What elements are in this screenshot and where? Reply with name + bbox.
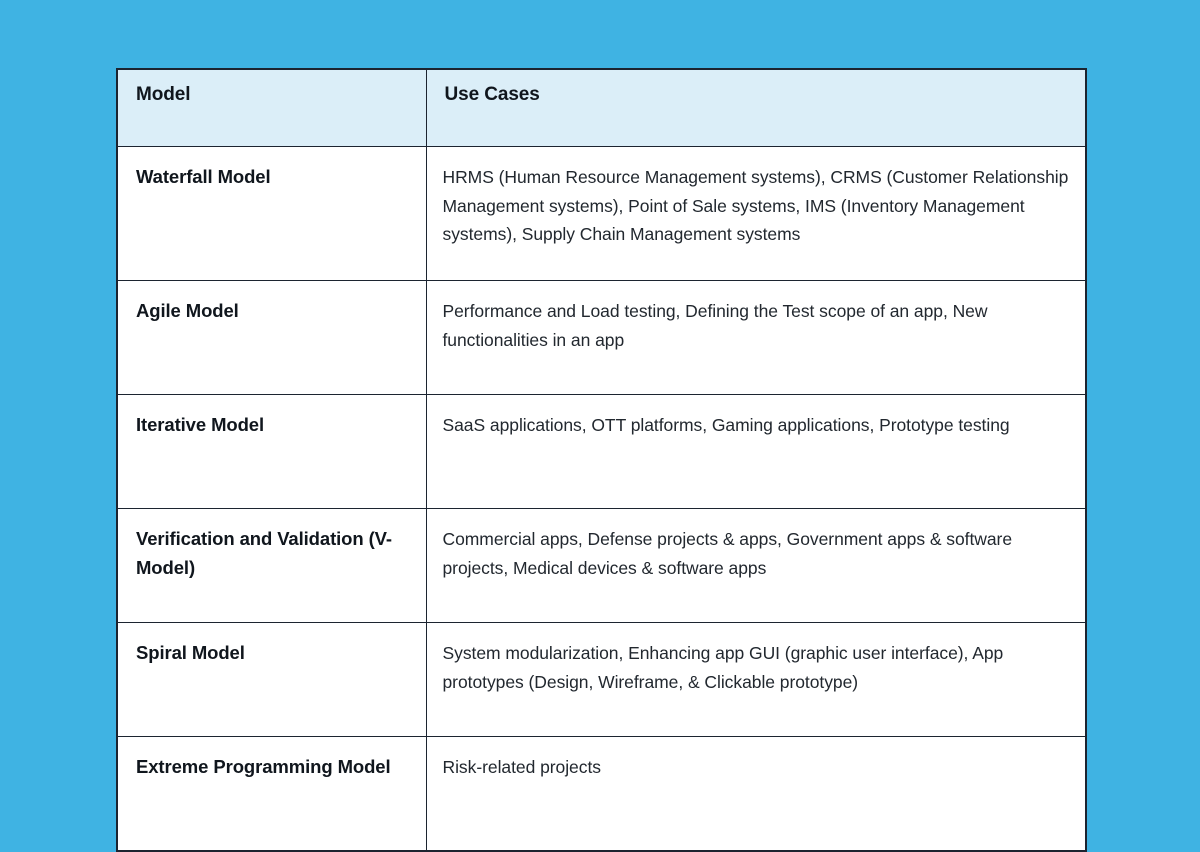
table-header: Model Use Cases (116, 68, 1087, 147)
cell-model-v-model: Verification and Validation (V-Model) (116, 508, 427, 623)
cell-use-cases-spiral: System modularization, Enhancing app GUI… (425, 622, 1087, 737)
table-row: Waterfall Model HRMS (Human Resource Man… (116, 146, 1087, 281)
table-container: Model Use Cases Waterfall Model HRMS (Hu… (116, 68, 1087, 852)
cell-use-cases-v-model: Commercial apps, Defense projects & apps… (425, 508, 1087, 623)
table-header-row: Model Use Cases (116, 68, 1087, 147)
cell-model-extreme-programming: Extreme Programming Model (116, 736, 427, 852)
table-row: Iterative Model SaaS applications, OTT p… (116, 394, 1087, 509)
table-row: Extreme Programming Model Risk-related p… (116, 736, 1087, 852)
cell-model-agile: Agile Model (116, 280, 427, 395)
cell-model-waterfall: Waterfall Model (116, 146, 427, 281)
table-row: Verification and Validation (V-Model) Co… (116, 508, 1087, 623)
cell-model-iterative: Iterative Model (116, 394, 427, 509)
column-header-model: Model (116, 68, 427, 147)
cell-use-cases-waterfall: HRMS (Human Resource Management systems)… (425, 146, 1087, 281)
sdlc-models-table: Model Use Cases Waterfall Model HRMS (Hu… (116, 68, 1087, 852)
cell-use-cases-iterative: SaaS applications, OTT platforms, Gaming… (425, 394, 1087, 509)
table-body: Waterfall Model HRMS (Human Resource Man… (116, 146, 1087, 852)
cell-use-cases-agile: Performance and Load testing, Defining t… (425, 280, 1087, 395)
cell-model-spiral: Spiral Model (116, 622, 427, 737)
cell-use-cases-extreme-programming: Risk-related projects (425, 736, 1087, 852)
table-row: Spiral Model System modularization, Enha… (116, 622, 1087, 737)
column-header-use-cases: Use Cases (425, 68, 1087, 147)
table-row: Agile Model Performance and Load testing… (116, 280, 1087, 395)
page-canvas: Model Use Cases Waterfall Model HRMS (Hu… (116, 68, 1087, 852)
